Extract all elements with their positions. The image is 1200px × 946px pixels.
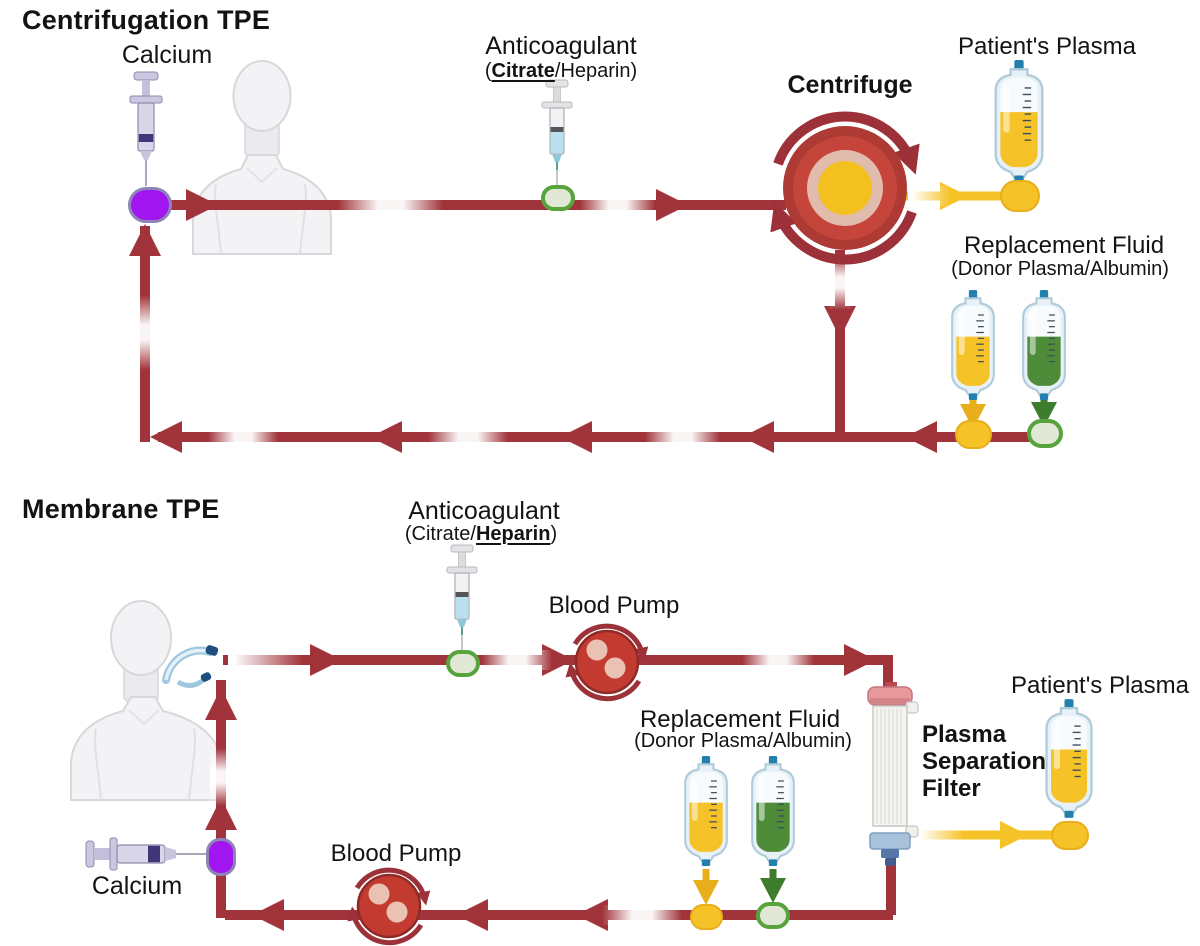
flow-fade (482, 650, 552, 670)
centrifuge-label: Centrifuge (787, 71, 913, 99)
anticoagulant-label-centrifugation: Anticoagulant (485, 32, 637, 60)
iv-bag-albumin-centrifugation (1022, 288, 1066, 402)
catheter-icon (162, 645, 219, 688)
plasma-separation-filter-icon (867, 682, 919, 866)
iv-bag-patients-plasma-centrifugation (994, 58, 1044, 185)
replacement-fluid-label-membrane: Replacement Fluid (639, 706, 841, 733)
flow-fade (742, 650, 814, 670)
blood-pump-icon-top (565, 623, 649, 702)
donor-plasma-connector-centrifugation (955, 420, 992, 449)
anticoagulant-sub-pre: (Citrate/ (404, 523, 476, 545)
plasma-separation-filter-label: Plasma Separation Filter (922, 721, 1046, 802)
flow-fade (208, 427, 278, 447)
replacement-fluid-sub-membrane: (Donor Plasma/Albumin) (634, 730, 852, 752)
iv-bag-albumin-membrane (751, 754, 795, 868)
flow-fade (134, 295, 156, 370)
centrifugation-flow (129, 182, 1057, 453)
plasma-connector-centrifugation (1000, 180, 1040, 212)
filter-label-line3: Filter (922, 775, 981, 802)
blood-pump-label-bottom: Blood Pump (330, 840, 462, 867)
albumin-connector-centrifugation (1027, 419, 1063, 448)
membrane-title: Membrane TPE (22, 494, 220, 524)
blood-pump-label-top: Blood Pump (548, 592, 680, 619)
anticoagulant-sub-emph: Citrate (491, 60, 555, 82)
flow-fade (228, 650, 303, 670)
replacement-fluid-sub-centrifugation: (Donor Plasma/Albumin) (951, 258, 1169, 280)
anticoagulant-sub-post: ) (550, 523, 558, 545)
anticoagulant-sub-membrane: (Citrate/Heparin) (404, 523, 558, 546)
anticoagulant-label-membrane: Anticoagulant (408, 497, 560, 525)
patient-figure-membrane (70, 600, 222, 801)
flow-fade (338, 195, 443, 215)
flow-fade (645, 427, 720, 447)
anticoagulant-injection-port-membrane (446, 650, 480, 677)
anticoagulant-sub-pre: ( (484, 60, 492, 82)
calcium-injection-port-centrifugation (128, 187, 172, 223)
calcium-label-membrane: Calcium (91, 872, 183, 900)
anticoagulant-syringe-icon-membrane (446, 544, 478, 653)
calcium-syringe-icon-centrifugation (129, 71, 163, 186)
flow-fade (210, 748, 232, 806)
anticoagulant-syringe-icon-centrifugation (541, 79, 573, 188)
filter-label-line1: Plasma (922, 721, 1007, 748)
flow-fade (916, 826, 964, 844)
anticoagulant-sub-centrifugation: (Citrate/Heparin) (484, 60, 638, 83)
flow-fade (829, 255, 851, 310)
flow-fade (580, 195, 655, 215)
anticoagulant-sub-emph: Heparin (475, 523, 551, 545)
plasma-connector-membrane (1051, 821, 1089, 850)
flow-fade (908, 186, 950, 206)
donor-plasma-connector-membrane (690, 904, 723, 930)
anticoagulant-sub-post: /Heparin) (554, 60, 638, 82)
calcium-syringe-icon-membrane (85, 837, 208, 871)
calcium-injection-port-membrane (206, 838, 236, 876)
flow-fade (602, 905, 682, 925)
iv-bag-donor-plasma-membrane (684, 754, 728, 868)
patients-plasma-label-centrifugation: Patient's Plasma (958, 33, 1136, 60)
blood-pump-icon-bottom (347, 867, 431, 946)
calcium-label-centrifugation: Calcium (121, 41, 213, 69)
centrifuge-icon (770, 111, 920, 265)
replacement-fluid-label-centrifugation: Replacement Fluid (963, 232, 1165, 259)
albumin-connector-membrane (756, 902, 790, 929)
iv-bag-donor-plasma-centrifugation (951, 288, 995, 402)
iv-bag-patients-plasma-membrane (1045, 697, 1093, 820)
centrifugation-title: Centrifugation TPE (22, 5, 271, 35)
anticoagulant-injection-port-centrifugation (541, 185, 575, 211)
flow-fade (428, 427, 508, 447)
patients-plasma-label-membrane: Patient's Plasma (1011, 672, 1189, 699)
filter-label-line2: Separation (922, 748, 1047, 775)
